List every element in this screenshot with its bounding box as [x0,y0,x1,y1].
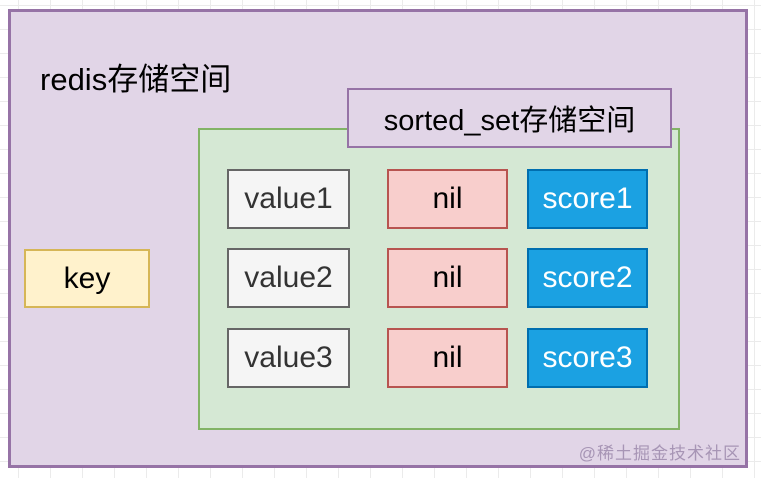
nil-box-3: nil [387,328,508,388]
sorted-set-storage-label: sorted_set存储空间 [347,88,672,148]
value-box-1: value1 [227,169,350,229]
nil-box-1: nil [387,169,508,229]
score-box-1: score1 [527,169,648,229]
value-box-3: value3 [227,328,350,388]
key-box: key [24,249,150,308]
value-box-2: value2 [227,248,350,308]
score-box-2: score2 [527,248,648,308]
nil-box-2: nil [387,248,508,308]
score-box-3: score3 [527,328,648,388]
watermark: @稀土掘金技术社区 [578,444,741,463]
redis-storage-title: redis存储空间 [40,62,232,97]
